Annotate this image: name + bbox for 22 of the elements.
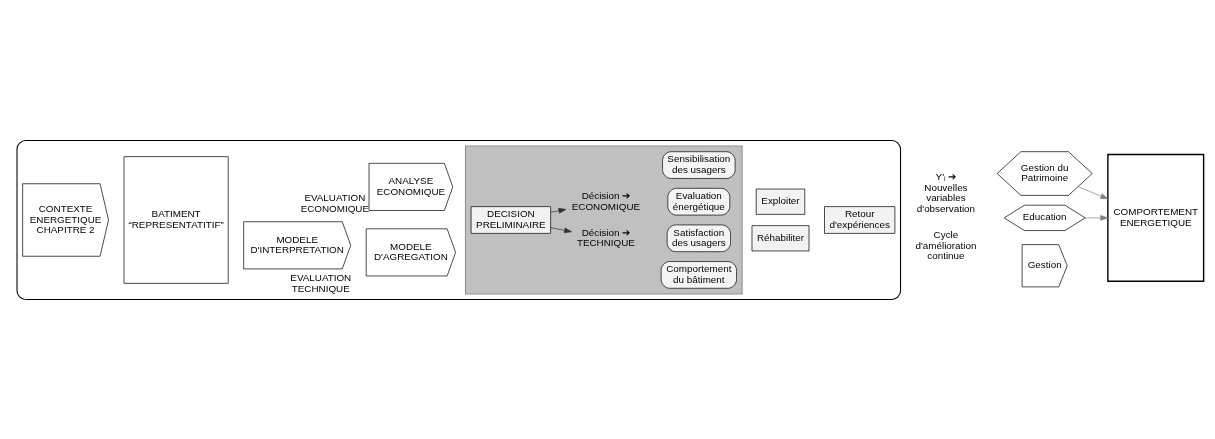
node-box: Sensibilisation des usagers <box>662 150 736 179</box>
label: Cycle d'amélioration continue <box>915 228 977 261</box>
node-box: Satisfaction des usagers <box>666 224 731 252</box>
node-box: Exploiter <box>755 188 806 215</box>
node-box: BATIMENT “REPRESENTATITIF” <box>123 155 229 284</box>
node-label: EVALUATION ECONOMIQUE <box>300 191 370 214</box>
label: Y'ᵢ ➔ Nouvelles variables d'observation <box>916 170 976 214</box>
node-label: EVALUATION TECHNIQUE <box>290 271 352 294</box>
node-box: Réhabiliter <box>751 224 810 251</box>
arrow <box>1084 214 1109 221</box>
node-text: Décision ➔ ECONOMIQUE <box>571 189 641 212</box>
arrow <box>550 226 572 233</box>
node-text: Décision ➔ TECHNIQUE <box>576 226 635 248</box>
arrow <box>550 207 567 213</box>
arrow <box>1077 185 1109 199</box>
cluster <box>464 145 743 294</box>
cluster <box>16 139 902 300</box>
node-box: Retour d'expériences <box>824 205 896 234</box>
node-box: DECISION PRELIMINAIRE <box>470 205 551 234</box>
node-box: Comportement du bâtiment <box>660 260 737 289</box>
node-box: Evaluation énergétique <box>667 187 731 215</box>
node-box: COMPORTEMENT ENERGETIQUE <box>1107 153 1205 282</box>
